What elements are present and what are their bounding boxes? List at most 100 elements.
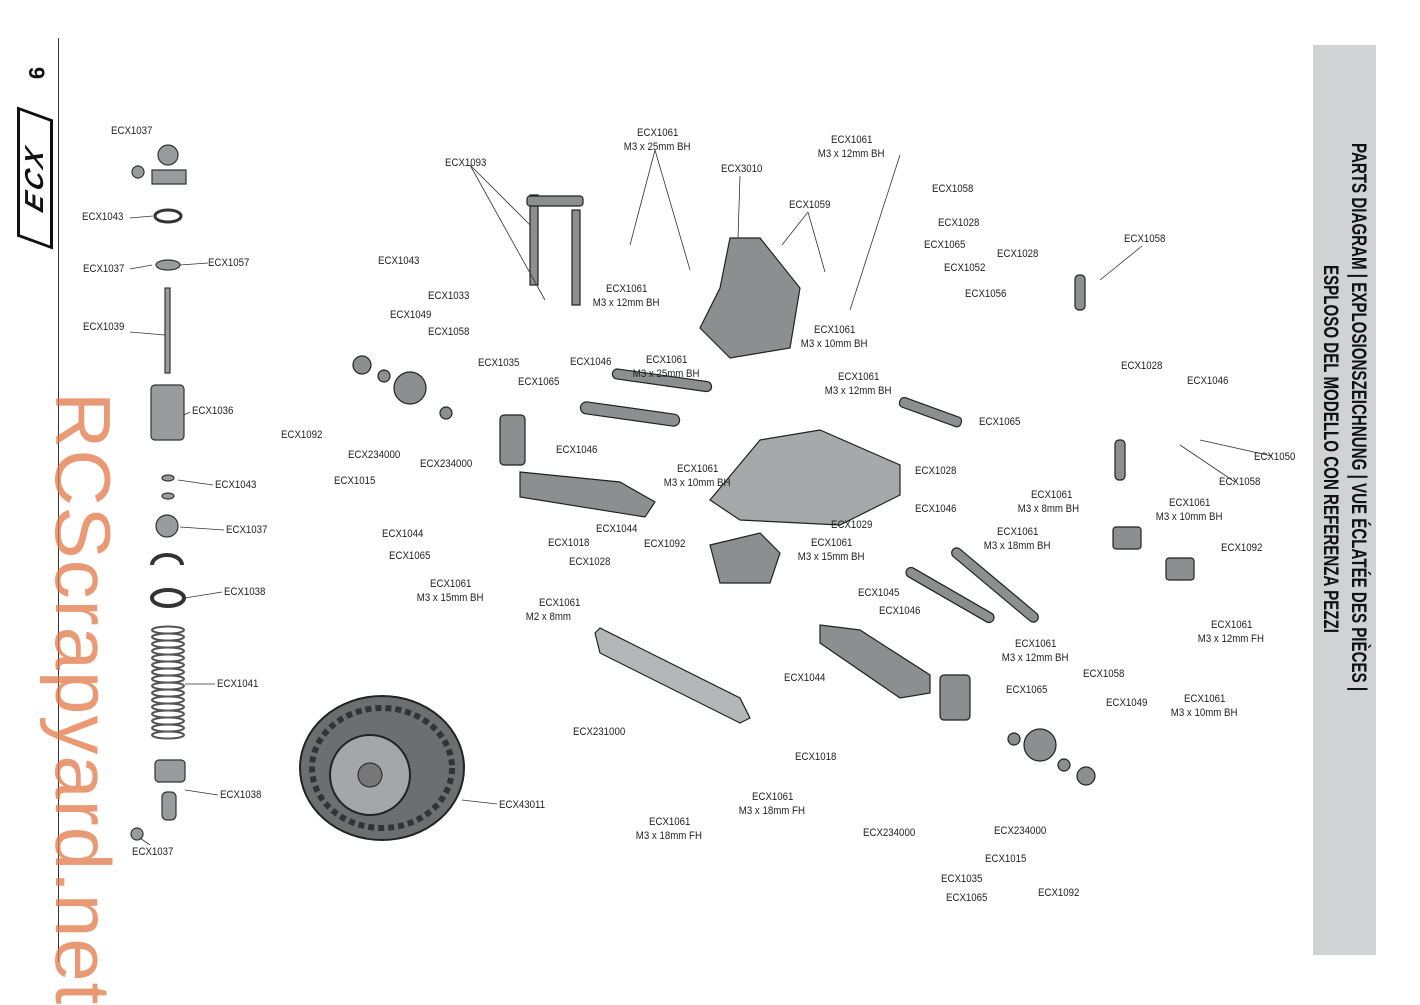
part-label: ECX1065 <box>389 549 430 563</box>
part-label: ECX1038 <box>224 585 265 599</box>
part-number: ECX1028 <box>997 248 1039 260</box>
spring-coil <box>151 709 185 719</box>
part-number: ECX43011 <box>499 799 546 811</box>
part-number: ECX1015 <box>985 853 1027 865</box>
o-ring <box>153 208 183 224</box>
part-label: ECX1065 <box>924 238 965 252</box>
part-number: ECX1029 <box>831 519 873 531</box>
part-number: ECX1057 <box>208 257 250 269</box>
part-label: ECX1046 <box>879 604 920 618</box>
part-number: ECX1046 <box>879 605 921 617</box>
part-label: ECX1037 <box>132 845 173 859</box>
body-post <box>571 209 581 306</box>
part-label: ECX1046 <box>570 355 611 369</box>
part-label: ECX1061 M3 x 12mm BH <box>593 282 660 310</box>
part-number: ECX1028 <box>1121 360 1163 372</box>
part-number: ECX1038 <box>224 586 266 598</box>
part-number: ECX1058 <box>1083 668 1125 680</box>
part-label: ECX1050 <box>1254 450 1295 464</box>
piston <box>155 259 181 271</box>
link <box>611 368 713 393</box>
part-number: ECX1049 <box>1106 697 1148 709</box>
part-label: ECX1093 <box>445 156 486 170</box>
part-size: M3 x 8mm BH <box>1017 503 1080 515</box>
spring-coil <box>151 695 185 705</box>
spring-coil <box>151 646 185 656</box>
part-size: M3 x 10mm BH <box>800 338 868 350</box>
part-size: M3 x 12mm BH <box>817 148 885 160</box>
leader-line <box>179 526 225 531</box>
leader-line <box>849 154 901 311</box>
part-number: ECX231000 <box>573 726 626 738</box>
leader-line <box>139 837 151 846</box>
part-number: ECX1061 <box>606 283 648 295</box>
part-number: ECX234000 <box>863 827 916 839</box>
part-label: ECX1052 <box>944 261 985 275</box>
part-label: ECX1015 <box>985 852 1026 866</box>
part-number: ECX1065 <box>518 376 560 388</box>
leader-line <box>184 789 219 796</box>
part-number: ECX1065 <box>979 416 1021 428</box>
spring-coil <box>151 660 185 670</box>
suspension-arm <box>519 471 656 518</box>
title-band <box>1313 45 1376 955</box>
tire-wheel <box>299 695 465 841</box>
part-number: ECX1044 <box>784 672 826 684</box>
part-label: ECX1041 <box>217 677 258 691</box>
spring-coil <box>151 667 185 677</box>
steering-knuckle <box>1023 728 1057 762</box>
part-label: ECX3010 <box>721 162 762 176</box>
part-number: ECX1046 <box>570 356 612 368</box>
part-size: M3 x 12mm BH <box>592 297 660 309</box>
part-size: M3 x 10mm BH <box>1170 707 1238 719</box>
part-number: ECX1058 <box>1124 233 1166 245</box>
part-label: ECX1058 <box>1219 475 1260 489</box>
part-number: ECX1015 <box>334 475 376 487</box>
spring-coil <box>151 639 185 649</box>
part-label: ECX1044 <box>784 671 825 685</box>
part-label: ECX1037 <box>83 262 124 276</box>
part-number: ECX234000 <box>994 825 1047 837</box>
part-label: ECX43011 <box>499 798 545 812</box>
part-label: ECX1065 <box>518 375 559 389</box>
part-label: ECX1065 <box>1006 683 1047 697</box>
part-number: ECX1044 <box>596 523 638 535</box>
part-number: ECX1043 <box>215 479 257 491</box>
part-number: ECX1061 <box>1031 489 1073 501</box>
part-number: ECX1043 <box>378 255 420 267</box>
shock-shaft <box>164 287 171 374</box>
part-number: ECX1092 <box>1038 887 1080 899</box>
shock-cap-top <box>157 144 179 166</box>
leader-line <box>807 211 826 273</box>
part-label: ECX1049 <box>1106 696 1147 710</box>
part-number: ECX3010 <box>721 163 763 175</box>
part-number: ECX1028 <box>938 217 980 229</box>
part-number: ECX1018 <box>795 751 837 763</box>
link <box>905 566 995 624</box>
servo-mount <box>1112 526 1142 550</box>
part-number: ECX1061 <box>637 127 679 139</box>
part-number: ECX1035 <box>941 873 983 885</box>
shock-tower <box>699 237 801 359</box>
link <box>951 547 1039 623</box>
part-number: ECX1093 <box>445 157 487 169</box>
part-label: ECX1028 <box>569 555 610 569</box>
part-number: ECX1028 <box>569 556 611 568</box>
part-label: ECX1058 <box>428 325 469 339</box>
leader-line <box>1179 444 1236 483</box>
spring-coil <box>151 688 185 698</box>
leader-line <box>469 164 546 301</box>
part-number: ECX1061 <box>811 537 853 549</box>
part-label: ECX231000 <box>573 725 625 739</box>
leader-line <box>737 175 741 239</box>
part-label: ECX1065 <box>979 415 1020 429</box>
part-size: M3 x 18mm FH <box>738 805 805 817</box>
